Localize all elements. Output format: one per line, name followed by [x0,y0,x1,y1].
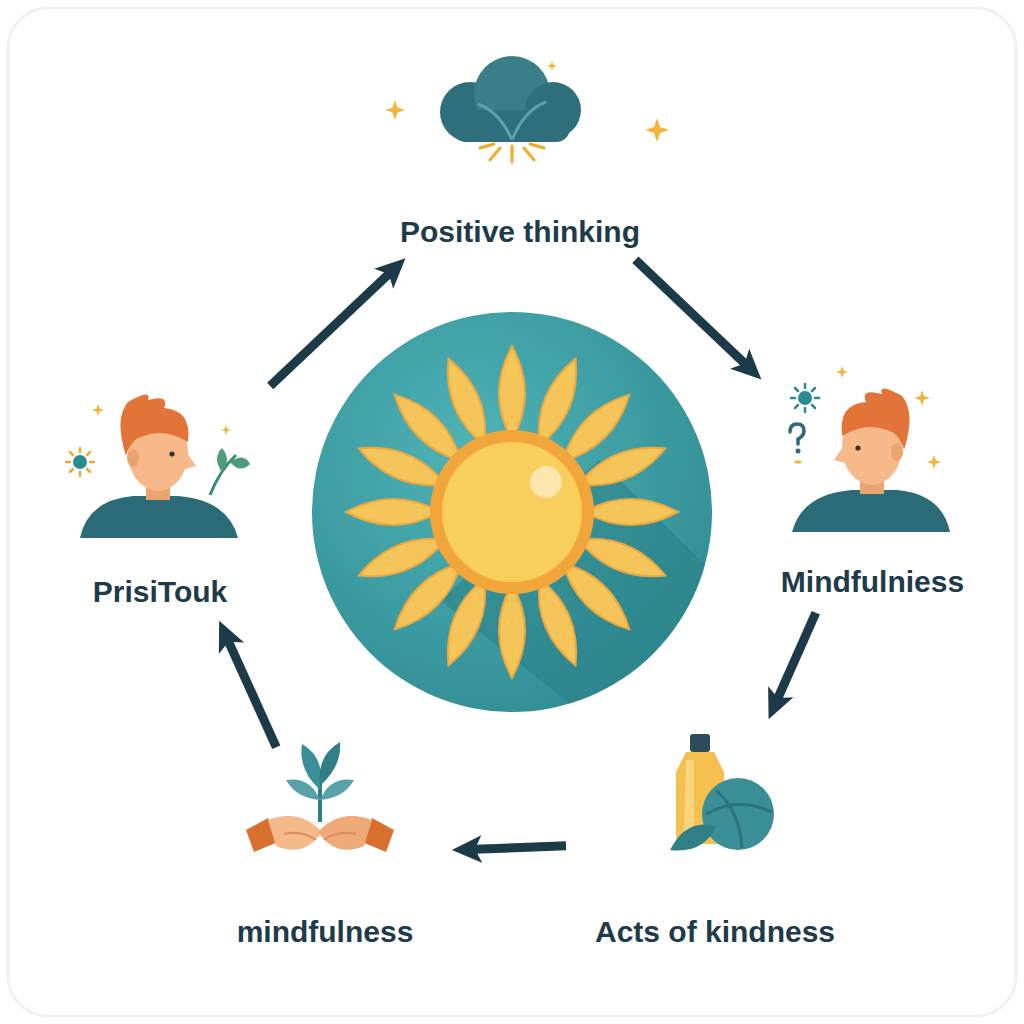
frame [8,8,1016,1016]
person-right [792,388,950,532]
sun-petals [346,499,440,525]
step-label: PrisiTouk [89,574,231,610]
person-left [66,394,250,538]
bottle-icon [684,760,694,836]
person-left [66,448,94,476]
cycle-arrow [775,613,816,705]
person-right [790,424,804,444]
sun-petals [499,584,525,678]
hands-plant-icon [246,742,394,852]
sun-petals [499,346,525,440]
bottle-icon [690,734,710,752]
person-right [791,384,819,412]
bottle-icon [670,824,716,850]
person-left [221,425,231,435]
cloud-icon [478,102,546,140]
sun-disc [530,466,562,498]
hands-plant-icon [319,742,340,786]
cycle-arrow [635,260,749,369]
bottle-icon [702,778,774,850]
step-label: Acts of kindness [591,914,839,950]
cycle-step: PrisiTouk [60,370,260,610]
person-right [836,366,848,378]
cycle-step: Positive thinking [380,50,660,250]
person-right [796,461,800,464]
step-label: Mindfulniess [777,564,968,600]
person-right [927,455,941,469]
cycle-arrow [226,636,277,748]
cycle-step: Mindfulniess [770,370,975,600]
person-left [230,457,250,468]
cloud-icon [385,56,669,162]
cycle-step: mindfulness [210,760,440,950]
cloud-icon [385,100,405,120]
person-left [80,394,238,538]
person-right [796,449,801,454]
step-label: Positive thinking [396,214,644,250]
cycle-step: Acts of kindness [580,730,850,950]
cycle-arrow [270,269,394,386]
sun-disc [430,430,594,594]
bottle-icon [670,734,774,851]
cloud-icon [547,61,557,71]
step-label: mindfulness [233,914,418,950]
person-left [217,448,227,472]
person-left [73,455,87,469]
sun-petals [346,346,678,678]
sun-petals [584,499,678,525]
person-right [798,391,812,405]
cloud-icon [645,118,669,142]
hands-plant-icon [320,779,354,800]
sun-disc [312,312,760,760]
person-right [914,390,930,406]
cloud-icon [480,144,544,162]
hands-plant-icon [286,779,320,800]
sun-disc [442,442,582,582]
person-left [92,404,104,416]
bottle-icon [706,790,772,848]
hands-plant-icon [284,833,356,840]
person-right [790,366,950,532]
cycle-arrow [468,846,566,850]
